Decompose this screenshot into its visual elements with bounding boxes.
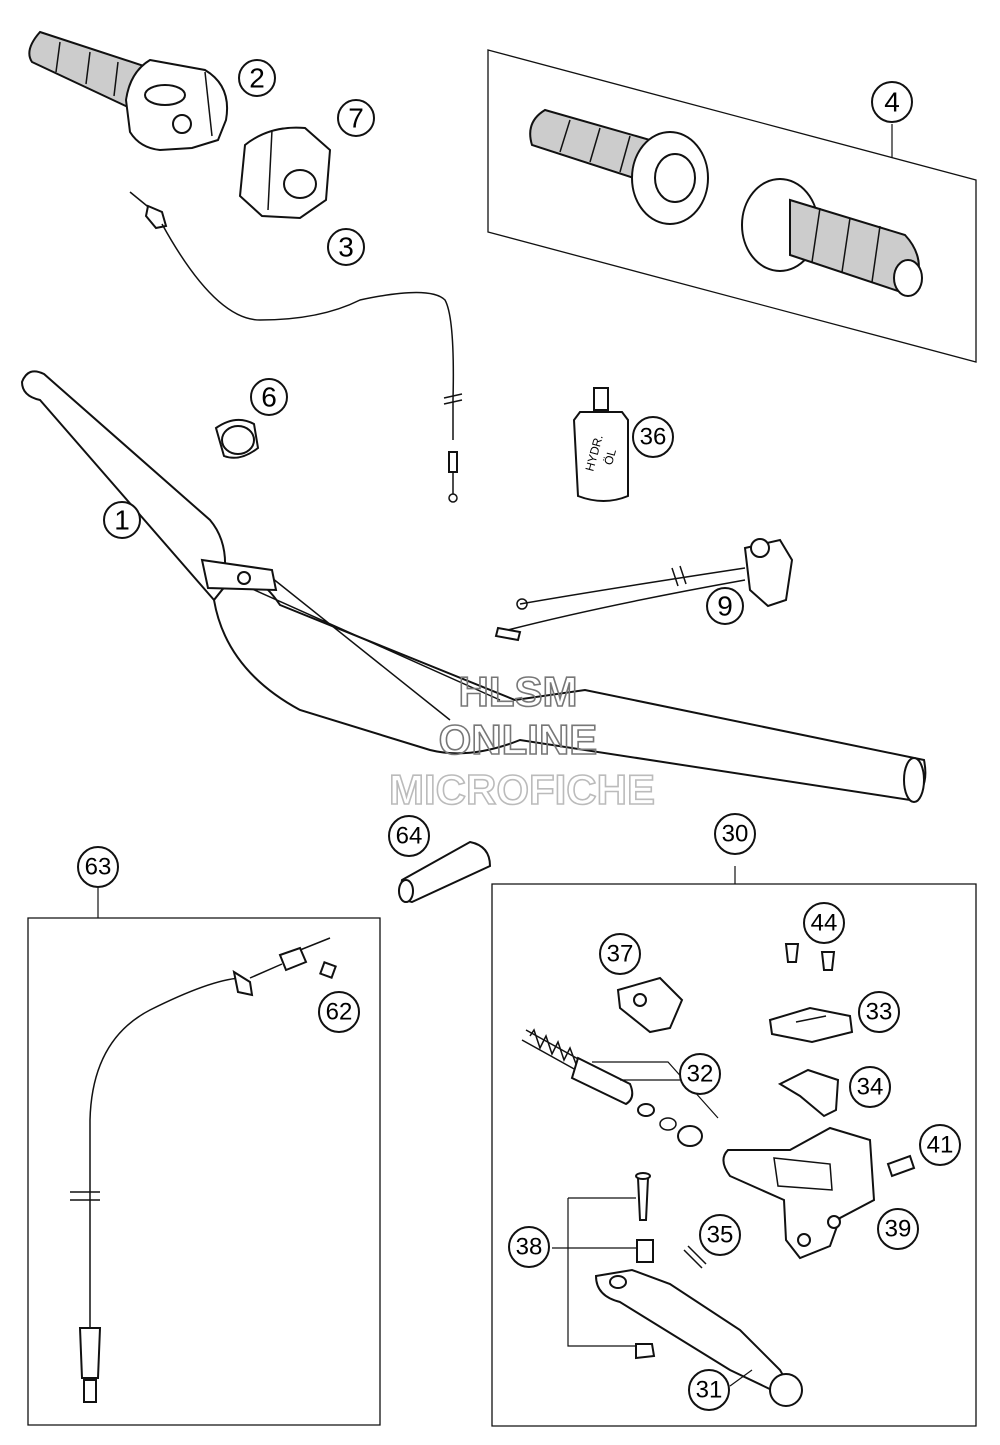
svg-text:38: 38 — [516, 1234, 543, 1261]
svg-text:30: 30 — [722, 821, 749, 848]
callout-62: 62 — [318, 991, 360, 1033]
bottle-label-line2: ÖL — [601, 447, 619, 466]
callout-9: 9 — [706, 587, 744, 625]
svg-text:6: 6 — [261, 382, 277, 413]
svg-text:62: 62 — [326, 999, 353, 1026]
callout-31: 31 — [688, 1369, 730, 1411]
callout-6: 6 — [250, 378, 288, 416]
svg-text:34: 34 — [857, 1074, 884, 1101]
svg-text:32: 32 — [687, 1061, 714, 1088]
callout-38: 38 — [508, 1226, 550, 1268]
svg-text:39: 39 — [885, 1216, 912, 1243]
callout-30: 30 — [714, 813, 756, 855]
callout-36: 36 — [632, 416, 674, 458]
svg-text:37: 37 — [607, 941, 634, 968]
callouts: 1 2 3 4 6 7 9 30 31 32 33 34 35 36 37 38… — [77, 59, 961, 1411]
clutch-cable-set — [27, 888, 381, 1426]
throttle-grip-assembly — [28, 30, 228, 152]
callout-34: 34 — [849, 1066, 891, 1108]
callout-41: 41 — [919, 1124, 961, 1166]
callout-33: 33 — [858, 991, 900, 1033]
ring — [214, 418, 260, 459]
svg-text:2: 2 — [249, 63, 265, 94]
svg-text:33: 33 — [866, 999, 893, 1026]
throttle-cable — [129, 191, 463, 503]
callout-64: 64 — [388, 815, 430, 857]
watermark-line1: HLSM — [459, 668, 578, 715]
watermark-line3: MICROFICHE — [389, 766, 655, 813]
handlebar — [20, 370, 927, 803]
brake-master-cylinder-set — [491, 866, 977, 1427]
svg-text:41: 41 — [927, 1132, 954, 1159]
hydraulic-oil-bottle: HYDR. ÖL — [572, 387, 629, 502]
throttle-cover — [238, 126, 332, 220]
grip-set — [487, 49, 977, 363]
svg-text:36: 36 — [640, 424, 667, 451]
callout-3: 3 — [327, 228, 365, 266]
svg-text:63: 63 — [85, 854, 112, 881]
callout-1: 1 — [103, 501, 141, 539]
callout-35: 35 — [699, 1214, 741, 1256]
callout-63: 63 — [77, 846, 119, 888]
callout-44: 44 — [803, 902, 845, 944]
svg-text:44: 44 — [811, 910, 838, 937]
callout-37: 37 — [599, 933, 641, 975]
callout-7: 7 — [337, 99, 375, 137]
svg-text:35: 35 — [707, 1222, 734, 1249]
svg-text:1: 1 — [114, 505, 130, 536]
svg-text:31: 31 — [696, 1377, 723, 1404]
callout-2: 2 — [238, 59, 276, 97]
callout-4: 4 — [871, 81, 913, 123]
callout-39: 39 — [877, 1208, 919, 1250]
svg-text:3: 3 — [338, 232, 354, 263]
svg-text:4: 4 — [884, 87, 900, 118]
callout-32: 32 — [679, 1053, 721, 1095]
svg-text:64: 64 — [396, 823, 423, 850]
watermark: HLSM ONLINE MICROFICHE — [388, 667, 656, 814]
svg-text:9: 9 — [717, 591, 733, 622]
rubber-boot — [398, 840, 492, 904]
watermark-line2: ONLINE — [439, 716, 598, 763]
kill-switch — [494, 538, 794, 642]
svg-text:7: 7 — [348, 103, 364, 134]
